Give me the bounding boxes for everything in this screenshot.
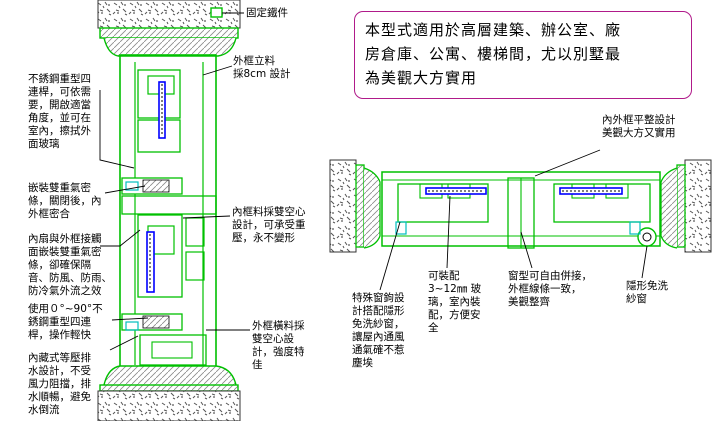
flat-design-label: 內外框平整設計 美觀大方又實用	[602, 114, 676, 139]
inner-frame-label: 內框料採雙空心 設計，可承受重 壓，永不變形	[232, 206, 306, 244]
seal-strip-upper	[142, 179, 170, 193]
vertical-section	[97, 0, 241, 421]
fixed-iron-piece	[210, 7, 223, 18]
right-concrete-wall	[684, 159, 712, 253]
seal-strip-lower	[142, 315, 170, 329]
left-leader-lines	[99, 12, 250, 351]
seal-label: 嵌裝雙重氣密 條，關閉後，內 外框密合	[28, 182, 102, 220]
right-leader-lines	[379, 149, 648, 291]
outer-transom-label: 外框橫料採 雙空心設 計，強度特 佳	[252, 320, 305, 371]
horizontal-section	[329, 159, 712, 253]
sash-seal-label: 內扇與外框接觸 面嵌裝雙重氣密 條，卻確保隔 音、防風、防雨、 防冷氣外流之效	[28, 233, 112, 297]
drainage-label: 內藏式等壓排 水設計，不受 風力阻擋，排 水順暢，避免 水倒流	[28, 352, 91, 416]
glass-label: 可裝配 3~12㎜ 玻 璃，室內裝 配，方便安 全	[428, 270, 482, 334]
screen-hook-label: 特殊窗鉤設 計搭配隱形 免洗紗窗， 讓屋內通風 通氣確不惹 塵埃	[352, 292, 405, 369]
bottom-concrete-wall	[97, 390, 241, 421]
fixed-iron-label: 固定鐵件	[246, 7, 288, 19]
hidden-screen-roll	[637, 227, 657, 247]
angle-label: 使用０°~90°不 銹鋼重型四連 桿，操作輕快	[28, 303, 103, 341]
steel-link-label: 不銹鋼重型四 連桿，可依需 要，開啟適當 角度，並可在 室內，擦拭外 面玻璃	[28, 73, 91, 150]
description-box: 本型式適用於高層建築、辦公室、廠 房倉庫、公寓、樓梯間，尤以別墅最 為美觀大方實…	[354, 11, 692, 99]
combine-label: 窗型可自由併接， 外框線條一致， 美觀整齊	[508, 270, 592, 308]
left-concrete-wall	[329, 159, 357, 253]
outer-upright-label: 外框立料 採8cm 設計	[233, 55, 291, 80]
hidden-screen-label: 隱形免洗 紗窗	[626, 280, 668, 305]
